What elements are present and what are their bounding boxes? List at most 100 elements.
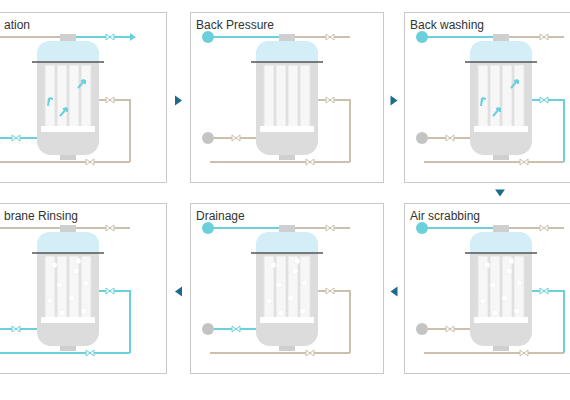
membrane-element [69,256,79,318]
support-plate [260,126,314,132]
valve-symbol [86,159,94,165]
step-panel: Air scrabbing [404,203,570,374]
top-nozzle [279,34,295,42]
air-bubble [490,282,496,288]
vessel-dome [37,41,99,62]
pipe-line [509,36,564,38]
valve-symbol [12,326,20,332]
pipe-line [99,100,130,162]
valve-symbol [540,34,548,40]
air-bubble [47,298,53,304]
pipe-line [318,100,350,162]
air-bubble [81,308,87,314]
pump-symbol [416,31,428,43]
pipe-line [424,161,564,163]
pipe-line [210,161,350,163]
flow-arrow [48,98,53,106]
tube-sheet [251,61,323,63]
support-plate [474,317,528,323]
valve-symbol [520,159,528,165]
vessel-body [256,232,318,346]
pump-symbol [416,222,428,234]
pipe-line [295,227,350,229]
top-nozzle [60,225,76,233]
top-nozzle [493,225,509,233]
membrane-element [288,65,298,127]
vessel-figure [202,31,350,165]
valve-symbol [446,326,454,332]
step-panel: brane Rinsing [0,203,167,374]
valve-symbol [326,288,334,294]
valve-symbol [306,350,314,356]
vessel-dome [37,232,99,253]
vessel-body [470,41,532,155]
air-bubble [83,280,89,286]
step-panel: ation [0,12,167,183]
top-nozzle [279,225,295,233]
support-plate [260,317,314,323]
membrane-element [45,65,55,127]
valve-symbol [232,326,240,332]
air-bubble [57,282,63,288]
air-bubble [69,295,75,301]
air-bubble [300,308,306,314]
air-bubble [270,262,276,268]
step-title: brane Rinsing [4,209,78,223]
air-bubble [51,262,57,268]
pipe-line [532,291,564,353]
valve-symbol [306,159,314,165]
membrane-element [264,65,274,127]
valve-symbol [12,135,20,141]
membrane-element [57,65,67,127]
flow-arrow [481,98,486,106]
valve-symbol [540,288,548,294]
pipe-line [76,36,130,38]
vessel-dome [470,41,532,62]
air-bubble [59,310,65,316]
pump-symbol [416,323,428,335]
air-bubble [508,258,514,264]
vessel-body [37,41,99,155]
membrane-element [502,65,512,127]
air-bubble [480,298,486,304]
membrane-element [81,256,91,318]
membrane-element [276,65,286,127]
vessel-dome [256,41,318,62]
membrane-element [69,65,79,127]
step-title: Back washing [410,18,484,32]
vessel-dome [256,232,318,253]
air-bubble [294,258,300,264]
arrow-head [391,287,398,297]
vessel-body [37,232,99,346]
support-plate [41,126,95,132]
air-bubble [73,268,79,274]
air-bubble [302,280,308,286]
step-panel: Back washing [404,12,570,183]
air-bubble [276,282,282,288]
pump-symbol [202,323,214,335]
vessel-figure [416,31,564,165]
pipe-line [424,352,564,354]
valve-symbol [446,135,454,141]
air-bubble [516,280,522,286]
membrane-element [514,256,524,318]
tube-sheet [251,252,323,254]
membrane-element [276,256,286,318]
vessel-figure [416,222,564,356]
flow-arrow [78,80,85,88]
air-bubble [484,262,490,268]
pump-symbol [202,222,214,234]
pipe-line [532,100,564,162]
valve-symbol [232,135,240,141]
pipe-line [208,227,279,229]
air-bubble [288,295,294,301]
valve-symbol [540,225,548,231]
pipe-line [509,227,564,229]
valve-symbol [106,97,114,103]
pipe-line [318,291,350,353]
top-nozzle [60,34,76,42]
tube-sheet [465,252,537,254]
air-bubble [278,310,284,316]
step-title: Back Pressure [196,18,274,32]
air-bubble [506,268,512,274]
